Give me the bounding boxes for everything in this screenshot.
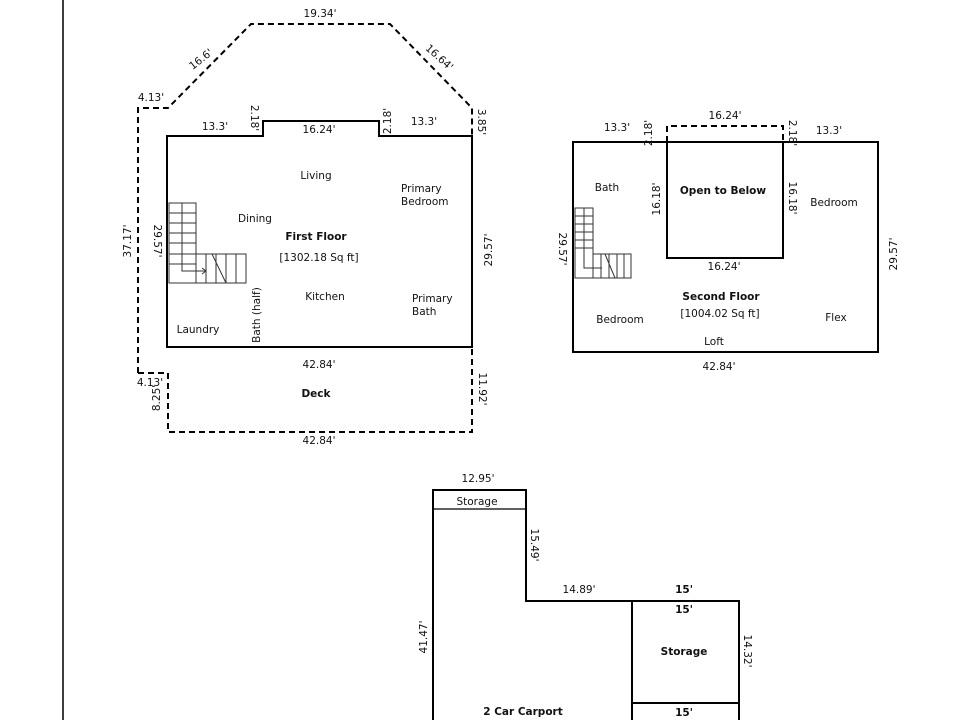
room-label: Living: [300, 170, 331, 182]
dim-label: 8.25': [151, 385, 163, 411]
dim-label: 2.18': [382, 108, 394, 134]
dim-label: 13.3': [816, 125, 842, 137]
open-to-below-outline: [666, 125, 784, 142]
room-label: Flex: [825, 312, 846, 324]
floor-title: Second Floor: [682, 291, 760, 303]
floor-area: [1004.02 Sq ft]: [680, 308, 759, 320]
dim-label: 15': [675, 707, 693, 719]
dim-label: 16.24': [709, 110, 742, 122]
staircase-icon: [574, 207, 632, 279]
dim-label: 19.34': [304, 8, 337, 20]
dim-label: 29.57': [556, 233, 568, 266]
dim-label: 29.57': [151, 225, 163, 258]
room-label: Bedroom: [810, 197, 858, 209]
dim-label: 37.17': [122, 225, 134, 258]
dim-label: 3.85': [475, 109, 487, 135]
dim-label: 4.13': [138, 92, 164, 104]
dim-label: 16.18': [786, 182, 798, 215]
dim-label: 13.3': [604, 122, 630, 134]
floor-title: First Floor: [285, 231, 347, 243]
room-label: Bedroom: [401, 196, 449, 208]
room-label: Bath: [412, 306, 436, 318]
room-label: Laundry: [177, 324, 220, 336]
room-label: Primary: [412, 293, 453, 305]
deck-outline: [138, 347, 473, 433]
dim-label: 16.24': [303, 124, 336, 136]
room-label: Kitchen: [305, 291, 344, 303]
dim-label: 13.3': [411, 116, 437, 128]
dim-label: 29.57': [483, 234, 495, 267]
dim-label: 11.92': [476, 373, 488, 406]
room-label: Bedroom: [596, 314, 644, 326]
second-floor-walls: [572, 141, 879, 353]
dim-label: 42.84': [303, 359, 336, 371]
dim-label: 16.18': [651, 183, 663, 216]
room-label: Open to Below: [680, 185, 767, 197]
dim-label: 16.64': [423, 42, 456, 73]
second-floor-plan: 16.24' 13.3' 2.18' 2.18' 13.3' 16.18' 16…: [556, 110, 900, 373]
dim-label: 42.84': [303, 435, 336, 447]
room-label: Bath: [595, 182, 619, 194]
dim-label: 14.32': [741, 635, 753, 668]
dim-label: 12.95': [462, 473, 495, 485]
dim-label: 2.18': [786, 120, 798, 146]
first-floor-plan: 19.34' 16.6' 16.64' 4.13' 13.3' 2.18' 16…: [122, 8, 495, 447]
room-label: Dining: [238, 213, 272, 225]
dim-label: 29.57': [888, 238, 900, 271]
dim-label: 14.89': [563, 584, 596, 596]
room-label: Storage: [661, 646, 708, 658]
room-label: Primary: [401, 183, 442, 195]
dim-label: 41.47': [418, 621, 430, 654]
open-to-below-walls: [666, 142, 784, 259]
carport-walls: [432, 489, 740, 720]
carport-plan: 12.95' Storage 15.49' 14.89' 15' 15' Sto…: [418, 473, 753, 720]
first-floor-walls: [166, 120, 473, 348]
dim-label: 4.13': [137, 377, 163, 389]
room-label: Bath (half): [251, 287, 263, 343]
room-label: Loft: [704, 336, 724, 348]
room-label: 2 Car Carport: [483, 706, 562, 718]
dim-label: 13.3': [202, 121, 228, 133]
dim-label: 2.18': [248, 105, 260, 131]
dim-label: 15': [675, 604, 693, 616]
room-label: Deck: [301, 388, 331, 400]
dim-label: 16.6': [187, 47, 215, 73]
dim-label: 2.18': [643, 120, 655, 146]
dim-label: 15.49': [528, 529, 540, 562]
dim-label: 42.84': [703, 361, 736, 373]
porch-outline: [137, 23, 473, 373]
floor-area: [1302.18 Sq ft]: [279, 252, 358, 264]
dim-label: 15': [675, 584, 693, 596]
dim-label: 16.24': [708, 261, 741, 273]
staircase-icon: [168, 202, 247, 284]
room-label: Storage: [456, 496, 497, 508]
